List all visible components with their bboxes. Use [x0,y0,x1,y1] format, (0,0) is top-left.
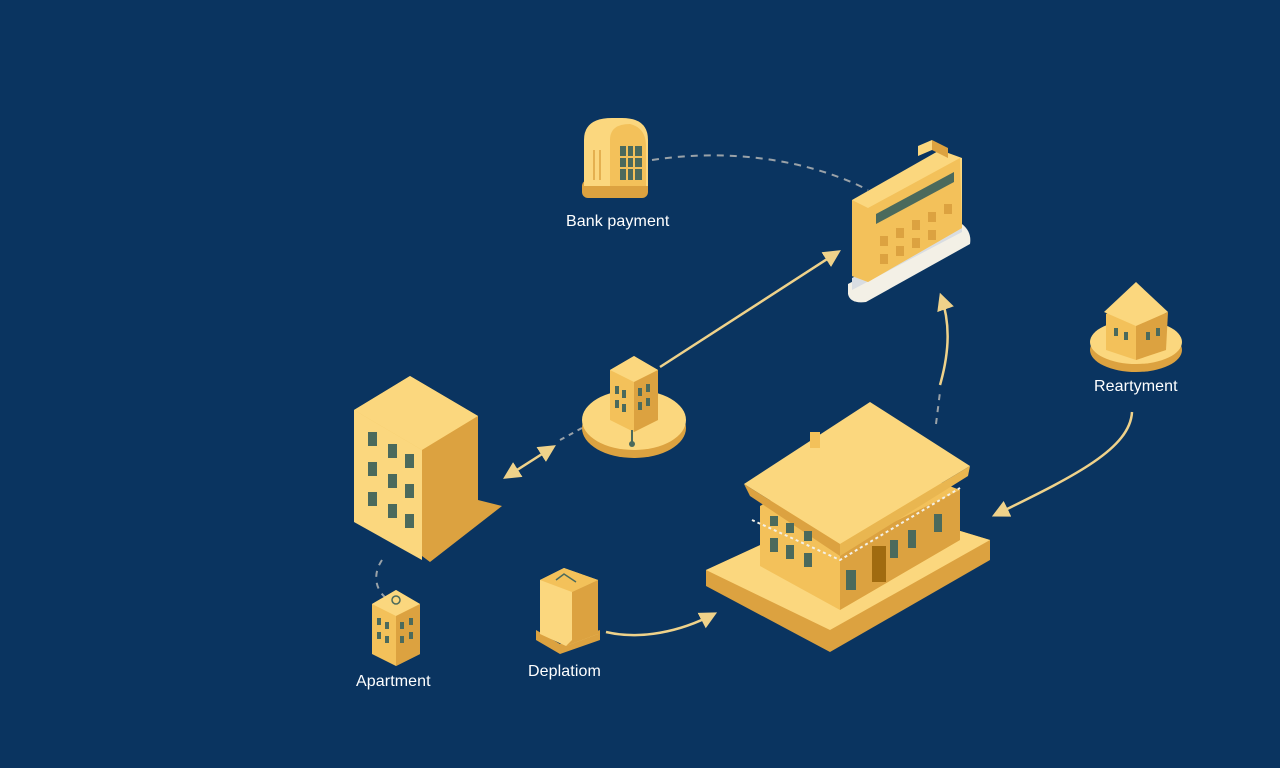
deplatiom-label: Deplatiom [528,663,601,680]
arrow-office-tower-double [503,445,556,479]
small-tower-on-disc-icon [582,356,686,458]
arrow-house-to-building [937,292,954,386]
bank-payment-label: Bank payment [566,213,670,230]
dashed-office-to-apartment [375,559,387,599]
arrow-deposit-to-house [605,612,718,637]
large-house-icon [706,402,990,652]
reartyment-label: Reartyment [1094,378,1178,395]
apartment-label: Apartment [356,673,431,690]
arrow-rearty-to-house [991,411,1134,517]
bank-card-building-icon [848,140,971,303]
dashed-house-to-building [935,391,941,425]
atm-kiosk-icon [582,118,648,198]
dashed-tower-to-office [559,427,583,441]
dashed-arc-bank-to-building [651,154,869,191]
deposit-box-icon [536,568,600,654]
small-house-on-disc-icon [1090,282,1182,372]
office-block-icon [354,376,502,562]
connectors [375,154,1134,637]
arrow-tower-to-building [659,250,841,369]
apartment-building-icon [372,590,420,666]
